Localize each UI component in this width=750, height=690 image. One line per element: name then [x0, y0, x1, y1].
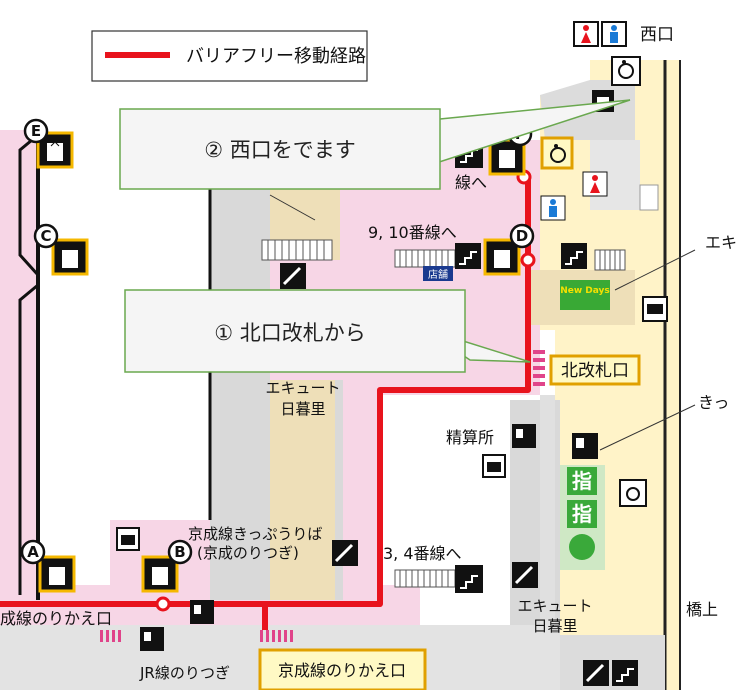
svg-text:E: E [31, 122, 41, 140]
ticket-machine-icon [512, 424, 536, 448]
bridge-label: 橋上 [686, 600, 718, 619]
marker-b: B [167, 539, 193, 565]
west-exit-label: 西口 [640, 25, 674, 45]
reserved-seat-label-2: 指 [572, 502, 592, 526]
ecute-bottom-label-1: エキュート [517, 597, 592, 615]
keisei-ticket-label-1: 京成線きっぷうりば [188, 525, 322, 543]
toilet-female-icon [582, 171, 608, 197]
reserved-seat-signs: 指 指 [560, 465, 605, 570]
jr-transfer-label: JR線のりつぎ [139, 664, 230, 682]
route-node-d [520, 252, 536, 268]
wheelchair-icon [619, 479, 647, 507]
legend-label: バリアフリー移動経路 [186, 46, 366, 67]
svg-text:C: C [40, 227, 51, 245]
legend: バリアフリー移動経路 [91, 30, 368, 82]
reserved-seat-label-1: 指 [572, 469, 592, 493]
ticket-machine-icon [642, 296, 668, 322]
north-gate-label: 北改札口 [561, 361, 629, 381]
ticket-machine-icon [116, 527, 140, 551]
ticket-machine-icon [190, 600, 214, 624]
ecute-left-shop [270, 380, 340, 600]
shop-tag [423, 266, 453, 281]
elevator-icon [488, 138, 526, 176]
keisei-transfer-sign-label: 京成線のりかえ口 [278, 661, 406, 680]
route-node-b [155, 596, 171, 612]
toilet-male-icon [601, 21, 627, 47]
gray-block-left [210, 150, 270, 600]
keisei-transfer-label: 成線のりかえ口 [0, 609, 112, 628]
ticket-machine-icon [482, 454, 506, 478]
stairs-upper-shop [261, 239, 333, 261]
marker-c: C [33, 223, 59, 249]
ecute-left-label-2: 日暮里 [280, 400, 325, 418]
ecute-left-label-1: エキュート [265, 379, 340, 397]
ecute-bottom-label-2: 日暮里 [532, 617, 577, 635]
stairs-icon [455, 243, 481, 269]
stairs-icon [561, 243, 587, 269]
stairs-icon [612, 660, 638, 686]
newdays-logo [560, 280, 610, 310]
keisei-ticket-label-2: (京成のりつぎ) [197, 544, 299, 562]
elevator-icon [51, 238, 89, 276]
track-3-4-label: 3, 4番線へ [383, 544, 462, 563]
ticket-machine-icon [572, 433, 598, 459]
stairs-west [594, 249, 626, 271]
track-label-partial: 線へ [455, 173, 487, 192]
escalator-icon [512, 562, 538, 588]
svg-text:B: B [174, 543, 185, 561]
escalator-icon [280, 263, 306, 289]
toilet-male-icon [540, 195, 566, 221]
stairs-icon [455, 565, 483, 593]
stairs-9-10 [394, 249, 456, 268]
wheelchair-icon [611, 56, 641, 86]
marker-d: D [509, 223, 535, 249]
wheelchair-icon [540, 136, 574, 170]
callout-1-text: ① 北口改札から [214, 321, 366, 345]
stairs-3-4 [394, 569, 456, 588]
escalator-icon [583, 660, 609, 686]
callout-1-north-gate: ① 北口改札から [124, 289, 531, 373]
callout-2-text: ② 西口をでます [204, 138, 356, 162]
keisei-gate-markers [100, 630, 293, 642]
svg-text:A: A [27, 543, 39, 561]
marker-a: A [20, 539, 46, 565]
north-gate-markers [533, 350, 545, 386]
north-gate-sign [549, 354, 641, 386]
newdays-label: New Days [560, 286, 610, 296]
callout-2-west-exit: ② 西口をでます [119, 99, 631, 190]
fare-adjustment-label: 精算所 [446, 428, 494, 447]
ticket-machine-icon [140, 627, 164, 651]
svg-text:D: D [516, 227, 528, 245]
ecute-right-label: エキ [705, 233, 737, 252]
elevator-icon [38, 555, 76, 593]
escalator-icon [332, 540, 358, 566]
ticket-right-label: きっ [698, 393, 729, 412]
elevator-icon [483, 238, 521, 276]
elevator-icon [141, 555, 179, 593]
shop-tag-label: 店舗 [428, 268, 448, 281]
track-9-10-label: 9, 10番線へ [368, 223, 457, 242]
toilet-female-icon [573, 21, 599, 47]
marker-e: E [23, 118, 49, 144]
keisei-transfer-sign [258, 648, 427, 690]
